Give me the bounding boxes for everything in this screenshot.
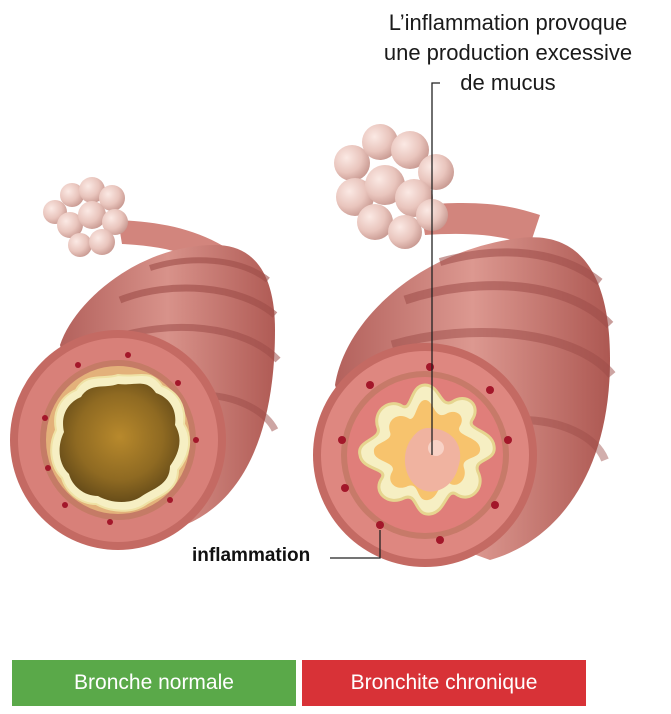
- mucus-callout: L’inflammation provoque une production e…: [355, 8, 661, 98]
- mucus-callout-line-2: une production excessive: [355, 38, 661, 68]
- chronic-bronchus: [313, 203, 612, 567]
- inflammation-callout: inflammation: [192, 545, 310, 567]
- chronic-alveoli: [334, 124, 454, 249]
- normal-bronchus: [10, 220, 278, 550]
- label-chronic-bronchitis: Bronchite chronique: [302, 660, 586, 706]
- normal-alveoli: [43, 177, 128, 257]
- label-normal-bronchus: Bronche normale: [12, 660, 296, 706]
- mucus-callout-line-1: L’inflammation provoque: [355, 8, 661, 38]
- mucus-callout-line-3: de mucus: [355, 68, 661, 98]
